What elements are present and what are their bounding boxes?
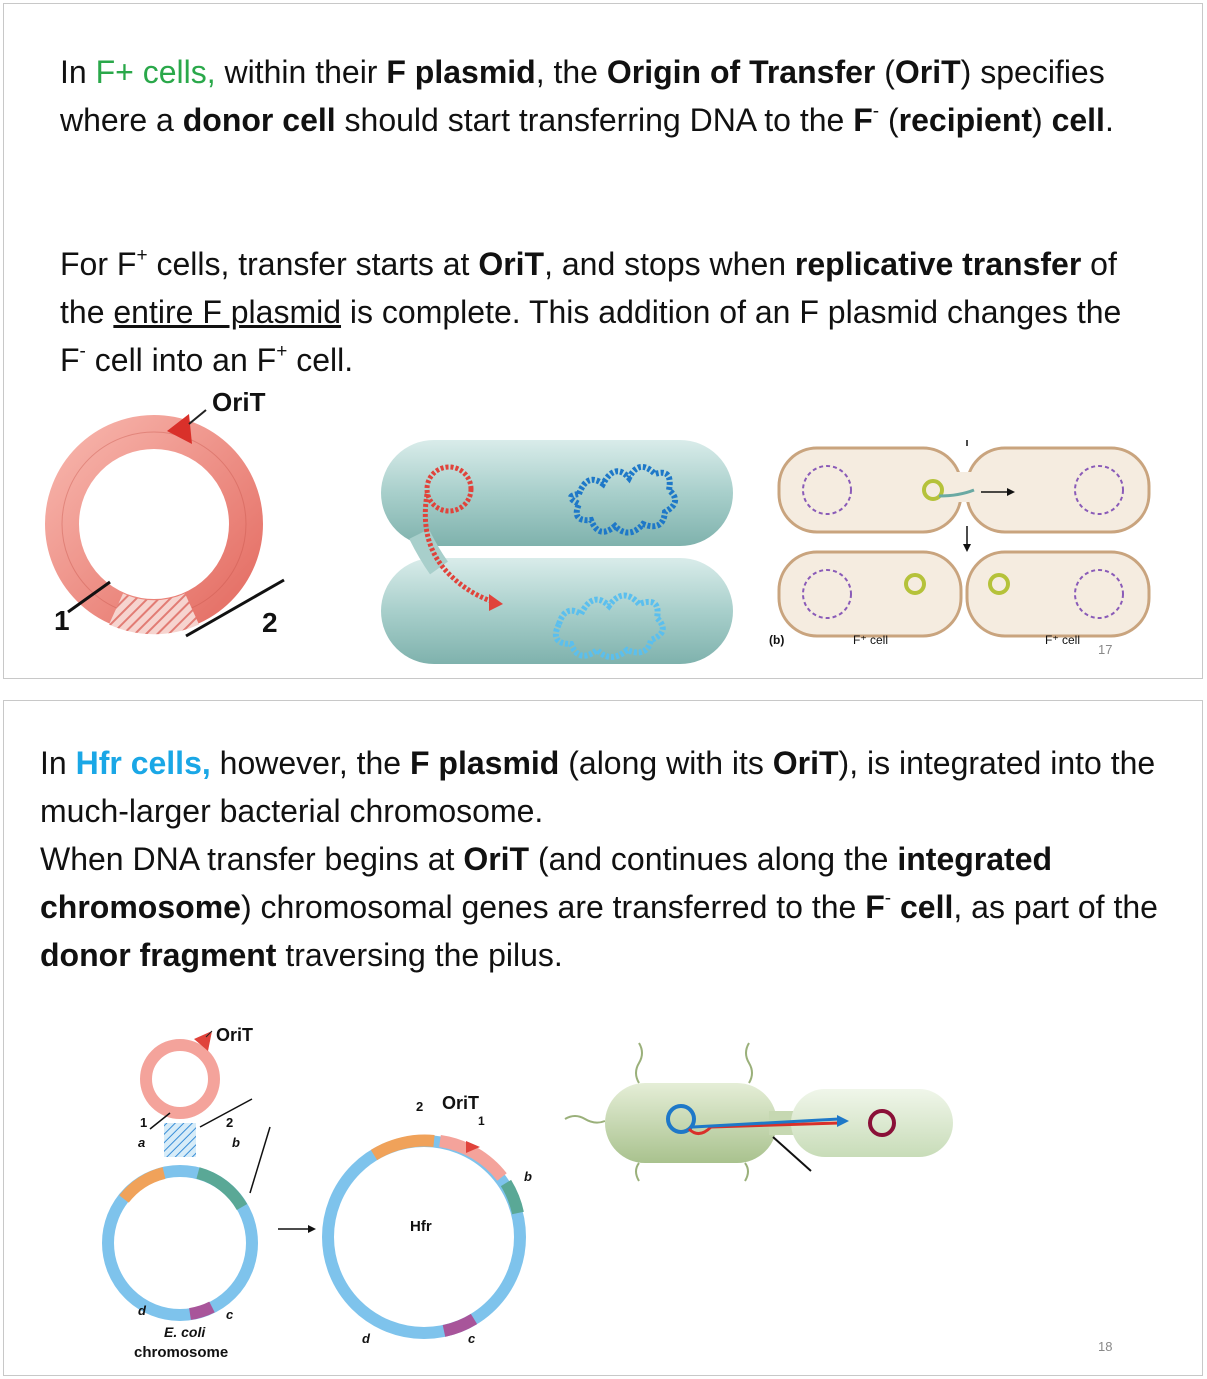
orit-arrowhead [167,414,192,444]
paragraph-f-plus-transfer: For F+ cells, transfer starts at OriT, a… [60,245,1122,378]
ecoli-chromosome [102,1165,258,1321]
f-plasmid-loop [140,1039,220,1119]
transfer-arrow-head [1007,488,1015,496]
hfr-donor-cell [605,1083,777,1163]
plasmid-transferring [922,479,944,501]
transfer-strand [938,488,975,498]
panel-b-label: (b) [769,633,784,647]
label-1: 1 [54,605,70,636]
division-arrow-head [963,544,971,552]
paragraph-f-plus-origin: In F+ cells, within their F plasmid, the… [60,54,1114,138]
f-plus-division-diagram: (b) F⁺ cell F⁺ cell [769,440,1151,647]
integrated-f-plasmid [438,1135,507,1181]
upper-right-cell [965,446,1151,534]
label-d-hfr: d [362,1331,371,1346]
gene-c [188,1301,215,1320]
label-1: 1 [140,1115,147,1130]
recipient-cell [381,558,733,664]
label-a: a [138,1135,145,1150]
plasmid-circle [424,464,474,514]
gene-b [196,1167,248,1211]
f-plus-cell-label-right: F⁺ cell [1045,633,1080,647]
gene-a [119,1167,166,1203]
donor-cell [381,440,733,546]
slide-number: 17 [1098,642,1113,657]
cut-line-2 [185,578,285,638]
paragraph-hfr: In Hfr cells, however, the F plasmid (al… [40,745,1158,973]
donor-chromosome [568,464,678,536]
cut-line-1 [67,580,111,614]
transfer-arrowhead [837,1115,849,1127]
chromosome-ul [802,465,852,515]
transfer-arrowhead [489,594,503,611]
hfr-integration-diagram: OriT 1 2 a b c d E. coli chromosome 2 Or… [102,1025,532,1361]
ecoli-label: E. coli [164,1324,206,1340]
transferring-strand [422,493,495,605]
label-b: b [232,1135,240,1150]
f-plasmid-diagram: OriT 1 2 [45,387,285,638]
label-c-hfr: c [468,1331,476,1346]
hatched-origin-region [108,593,200,635]
plasmid-left [904,573,926,595]
slide-18: In Hfr cells, however, the F plasmid (al… [3,700,1203,1376]
transfer-strand-blue [692,1117,840,1129]
plasmid-right [988,573,1010,595]
upper-left-cell [777,446,963,534]
hfr-chromosome-loop [666,1104,696,1134]
slide-17: In F+ cells, within their F plasmid, the… [3,3,1203,679]
conjugation-bridge [949,472,985,502]
plasmid-ring [45,415,263,633]
label-1-hfr: 1 [478,1114,485,1128]
lower-right-cell [965,550,1151,638]
f-plus-cell-label-left: F⁺ cell [853,633,888,647]
orit-label: OriT [212,387,266,417]
crossover-region [164,1123,196,1157]
chromosome-lr [1074,569,1124,619]
label-c: c [226,1307,234,1322]
orit-arrow-hfr [466,1141,480,1153]
orit-pointer-line [188,409,207,425]
recipient-chromosome [868,1109,896,1137]
lower-left-cell [777,550,963,638]
chromosome-ur [1074,465,1124,515]
chromosome-label: chromosome [134,1344,228,1361]
label-2: 2 [226,1115,233,1130]
hfr-conjugation-diagram [564,1042,953,1182]
label-b-hfr: b [524,1169,532,1184]
hfr-label: Hfr [410,1218,432,1235]
label-d: d [138,1303,147,1318]
recipient-chromosome [553,592,666,660]
pilus-pointer [772,1136,812,1172]
orit-label-hfr: OriT [442,1093,479,1113]
orit-label-top: OriT [216,1025,253,1045]
label-2-hfr: 2 [416,1099,423,1114]
slide-number: 18 [1098,1339,1113,1354]
chromosome-ll [802,569,852,619]
pilus-bridge [409,529,449,575]
label-2: 2 [262,607,278,638]
conjugating-cells-diagram [381,440,733,664]
